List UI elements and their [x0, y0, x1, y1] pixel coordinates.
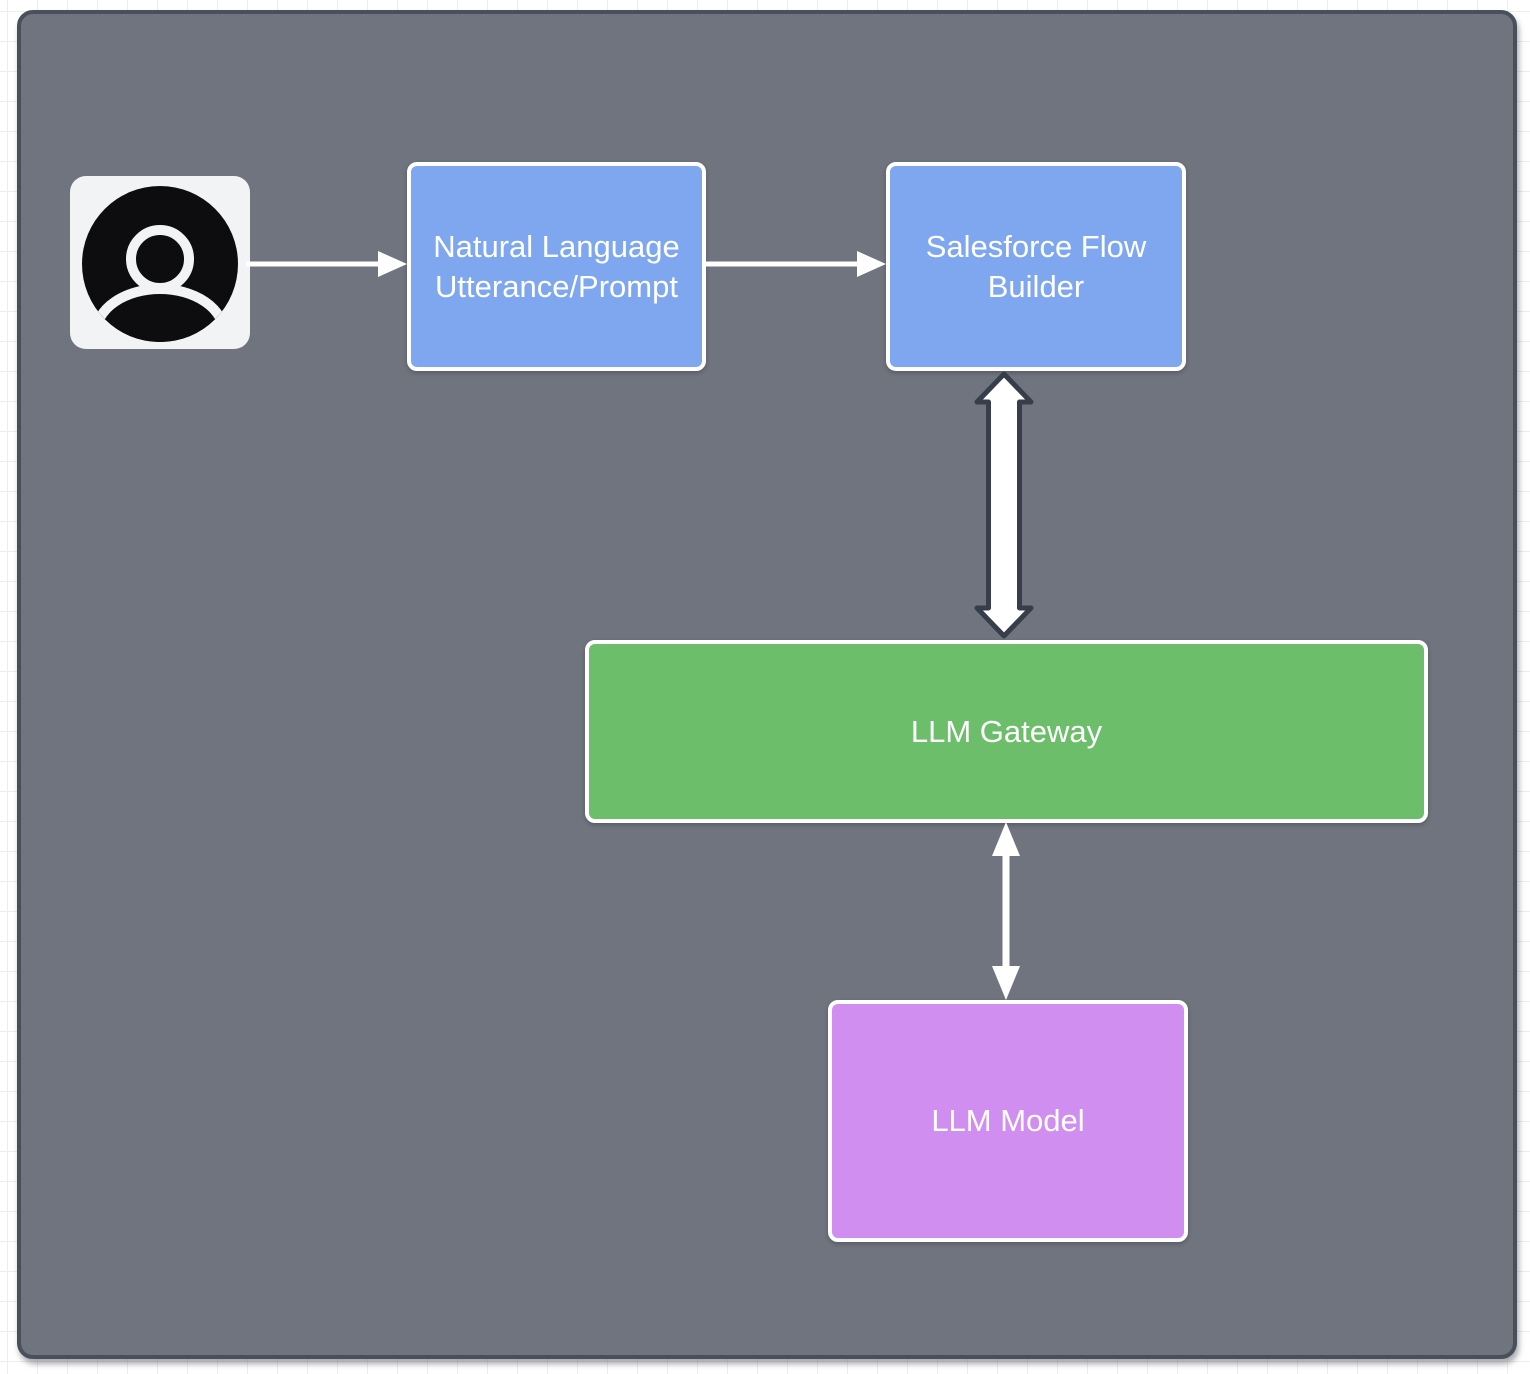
node-natural-language-prompt[interactable]: Natural Language Utterance/Prompt	[407, 162, 706, 371]
edge-user-to-prompt-arrow[interactable]	[246, 247, 410, 281]
node-llm-model[interactable]: LLM Model	[828, 1000, 1188, 1242]
user-avatar-icon	[82, 186, 238, 342]
edge-gateway-model-double-arrow[interactable]	[984, 820, 1028, 1002]
edge-flow-builder-gateway-double-arrow[interactable]	[964, 369, 1044, 641]
edge-prompt-to-flow-builder-arrow[interactable]	[703, 247, 889, 281]
node-user[interactable]	[70, 176, 250, 349]
node-natural-language-prompt-label: Natural Language Utterance/Prompt	[433, 228, 680, 304]
node-salesforce-flow-builder[interactable]: Salesforce Flow Builder	[886, 162, 1186, 371]
node-llm-gateway-label: LLM Gateway	[910, 713, 1103, 749]
node-llm-model-label: LLM Model	[931, 1103, 1085, 1138]
node-llm-gateway[interactable]: LLM Gateway	[585, 640, 1428, 823]
node-salesforce-flow-builder-label: Salesforce Flow Builder	[925, 228, 1147, 304]
